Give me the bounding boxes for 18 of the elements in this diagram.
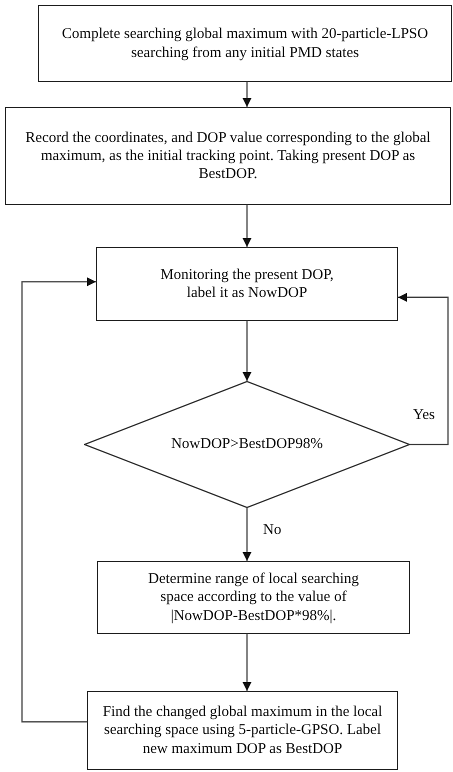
step-text: Find the changed global maximum in the local searching space using 5-particle-GPSO. Label new maximum DOP as BestDOP bbox=[102, 703, 383, 758]
process-box bbox=[97, 561, 410, 634]
step-text: Monitoring the present DOP, label it as NowDOP bbox=[159, 266, 335, 302]
process-box bbox=[87, 691, 398, 770]
step-text: Determine range of local searching space according to the value of |NowDOP-BestDOP*98%|. bbox=[147, 570, 360, 625]
process-box bbox=[96, 247, 398, 321]
arrow bbox=[242, 634, 252, 691]
arrow bbox=[398, 292, 449, 446]
process-box bbox=[38, 5, 452, 82]
step-text: Record the coordinates, and DOP value corresponding to the global maximum, as the initial tracking point. Taking present DOP as BestDOP. bbox=[24, 128, 432, 184]
step-text: Complete searching global maximum with 20-particle-LPSO searching from any initial PMD states bbox=[60, 25, 430, 62]
arrow bbox=[242, 508, 252, 561]
condition-text: NowDOP>BestDOP98% bbox=[171, 435, 323, 454]
arrow bbox=[242, 82, 252, 107]
arrow bbox=[242, 321, 252, 381]
process-box bbox=[5, 107, 451, 205]
arrow bbox=[242, 205, 252, 247]
arrow bbox=[21, 277, 96, 722]
